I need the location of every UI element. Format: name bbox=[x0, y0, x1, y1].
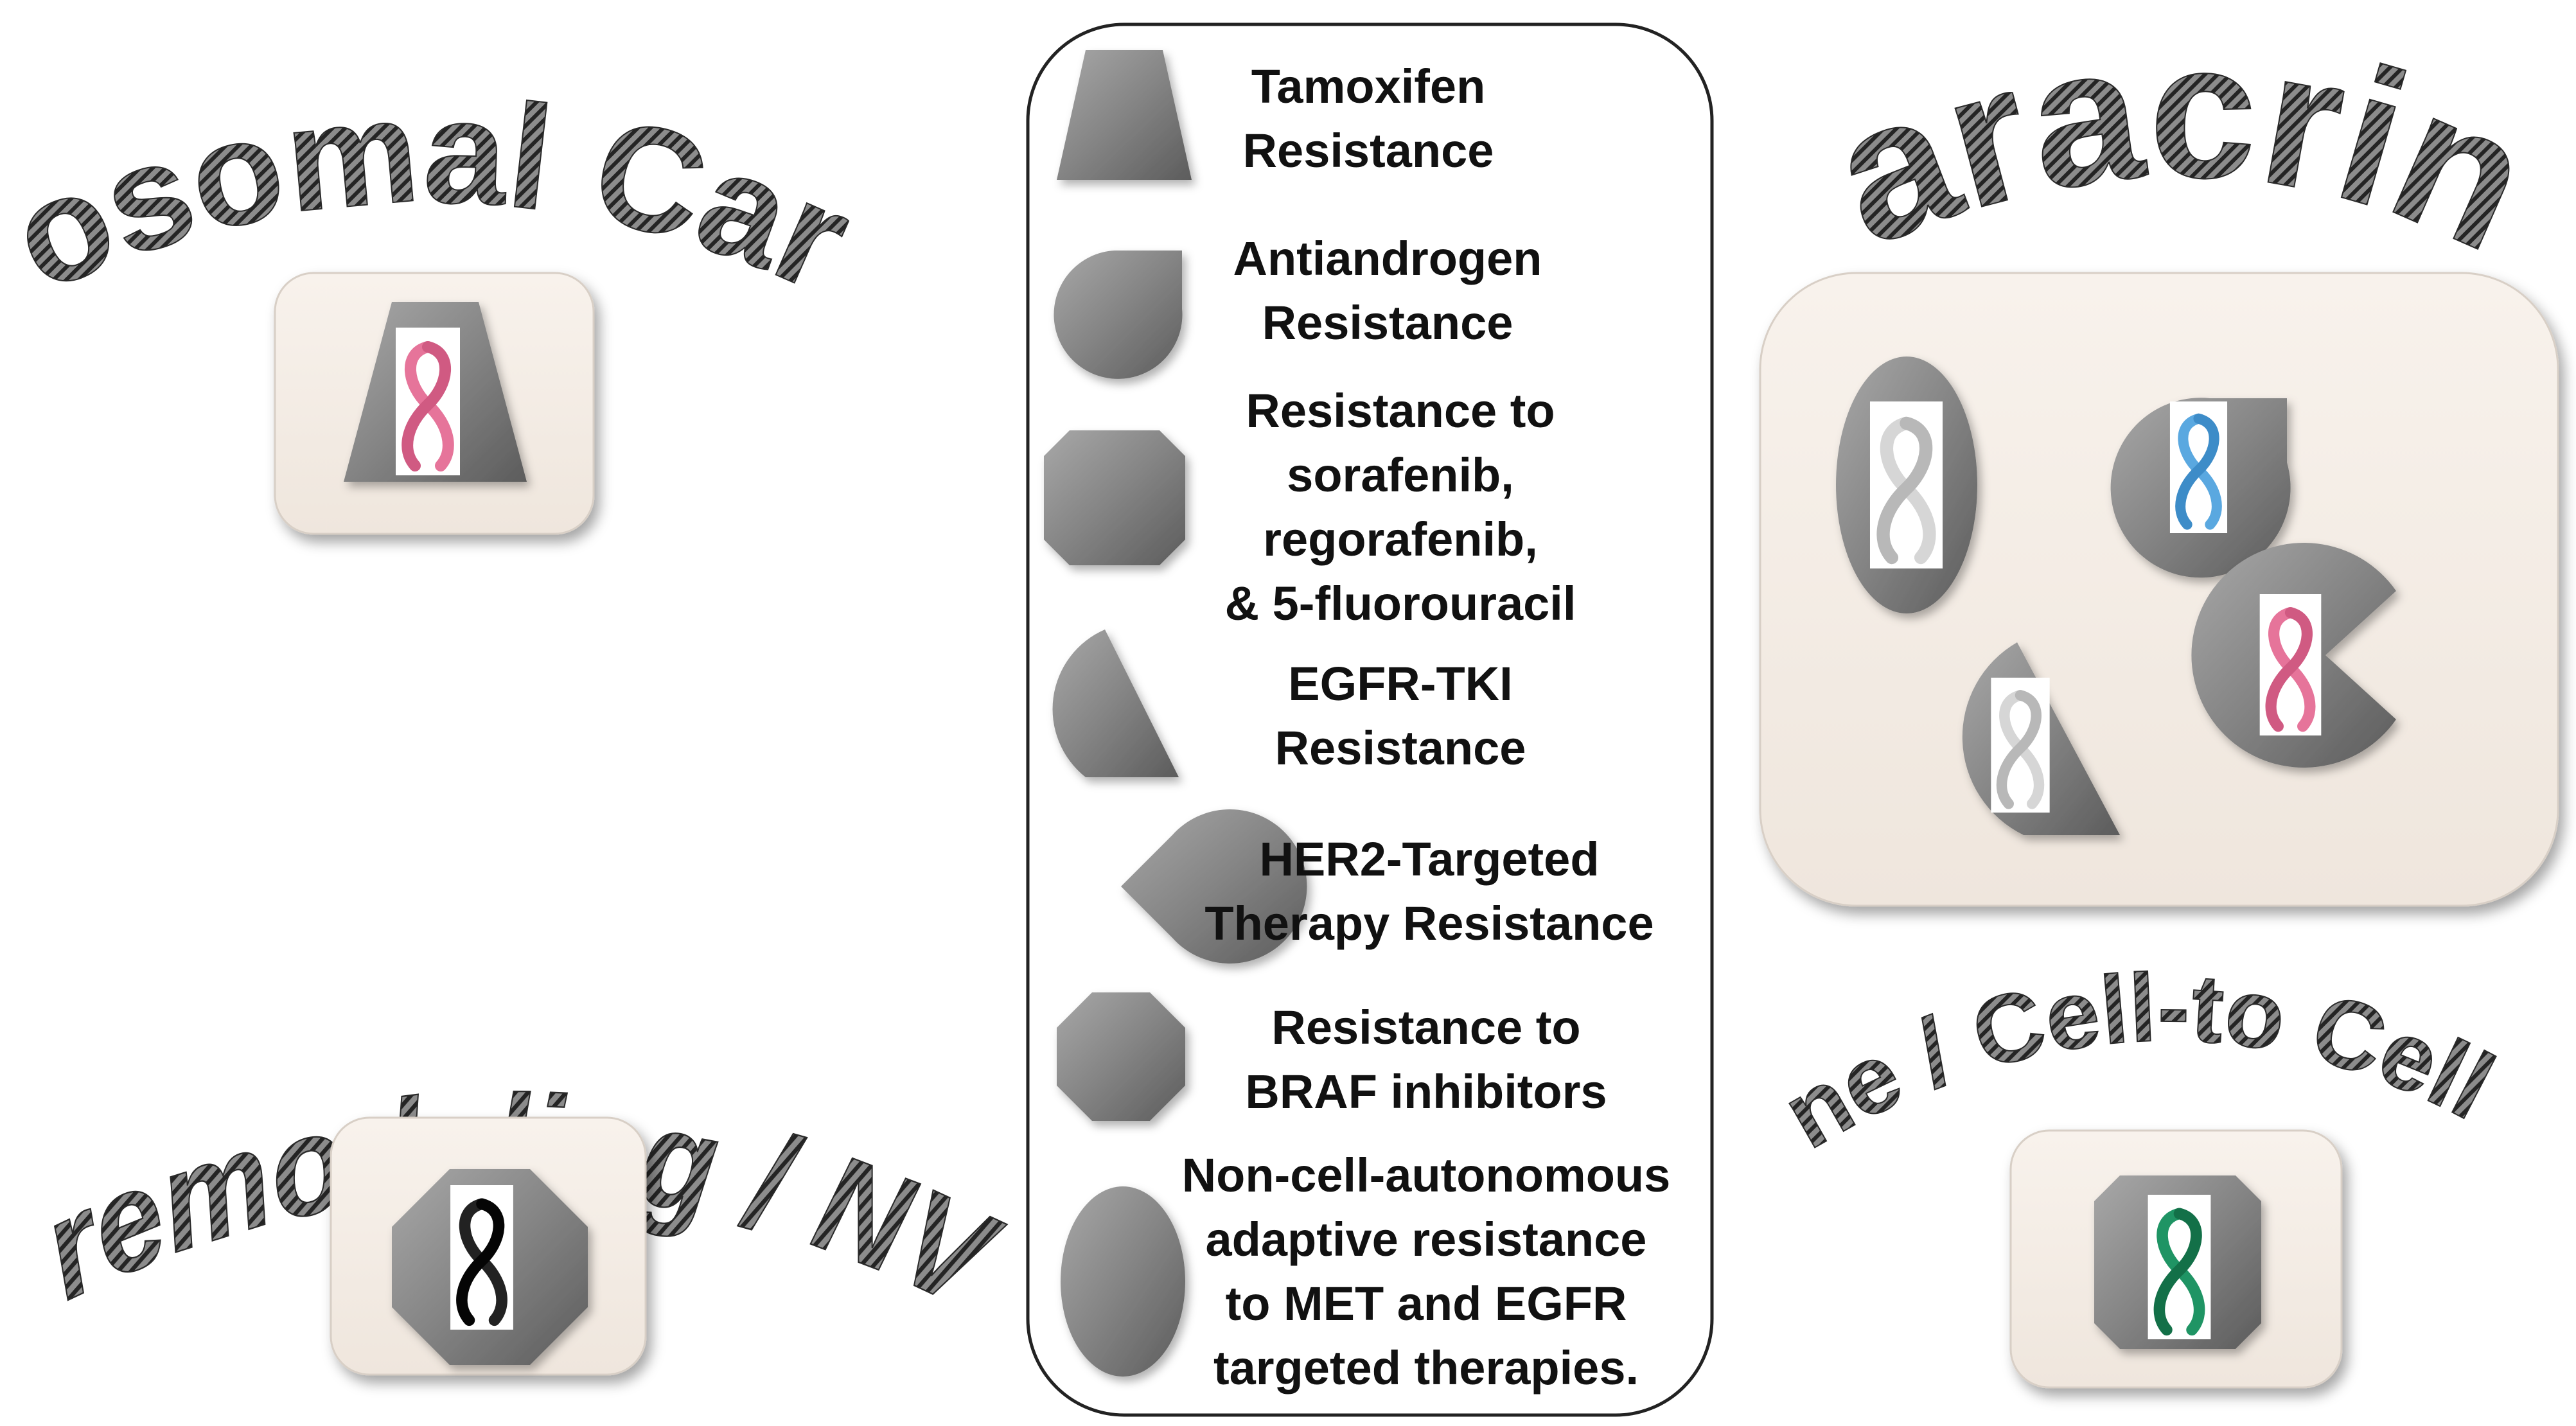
cut-square-icon bbox=[1044, 430, 1185, 565]
black-ribbon-icon bbox=[450, 1185, 513, 1330]
ecm-panel bbox=[330, 1116, 647, 1376]
exosomal-cargo-panel bbox=[274, 272, 595, 535]
octagon-icon bbox=[1057, 992, 1185, 1121]
quarter-pie-icon bbox=[1052, 629, 1179, 777]
pink-ribbon-icon bbox=[2260, 594, 2322, 735]
white-ribbon-icon bbox=[1991, 678, 2049, 813]
pacman-icon bbox=[1121, 809, 1307, 964]
blue-ribbon-icon bbox=[2170, 401, 2227, 533]
white-ribbon-icon bbox=[1870, 401, 1943, 568]
pink-ribbon-icon bbox=[396, 328, 460, 475]
teardrop-icon bbox=[1054, 251, 1183, 379]
green-ribbon-icon bbox=[2148, 1195, 2211, 1339]
ellipse-icon bbox=[1061, 1186, 1185, 1377]
legend-box bbox=[1026, 22, 1714, 1417]
cell-contact-panel bbox=[2009, 1129, 2343, 1389]
paracrine-panel bbox=[1759, 272, 2559, 907]
trapezoid-icon bbox=[1057, 50, 1192, 180]
